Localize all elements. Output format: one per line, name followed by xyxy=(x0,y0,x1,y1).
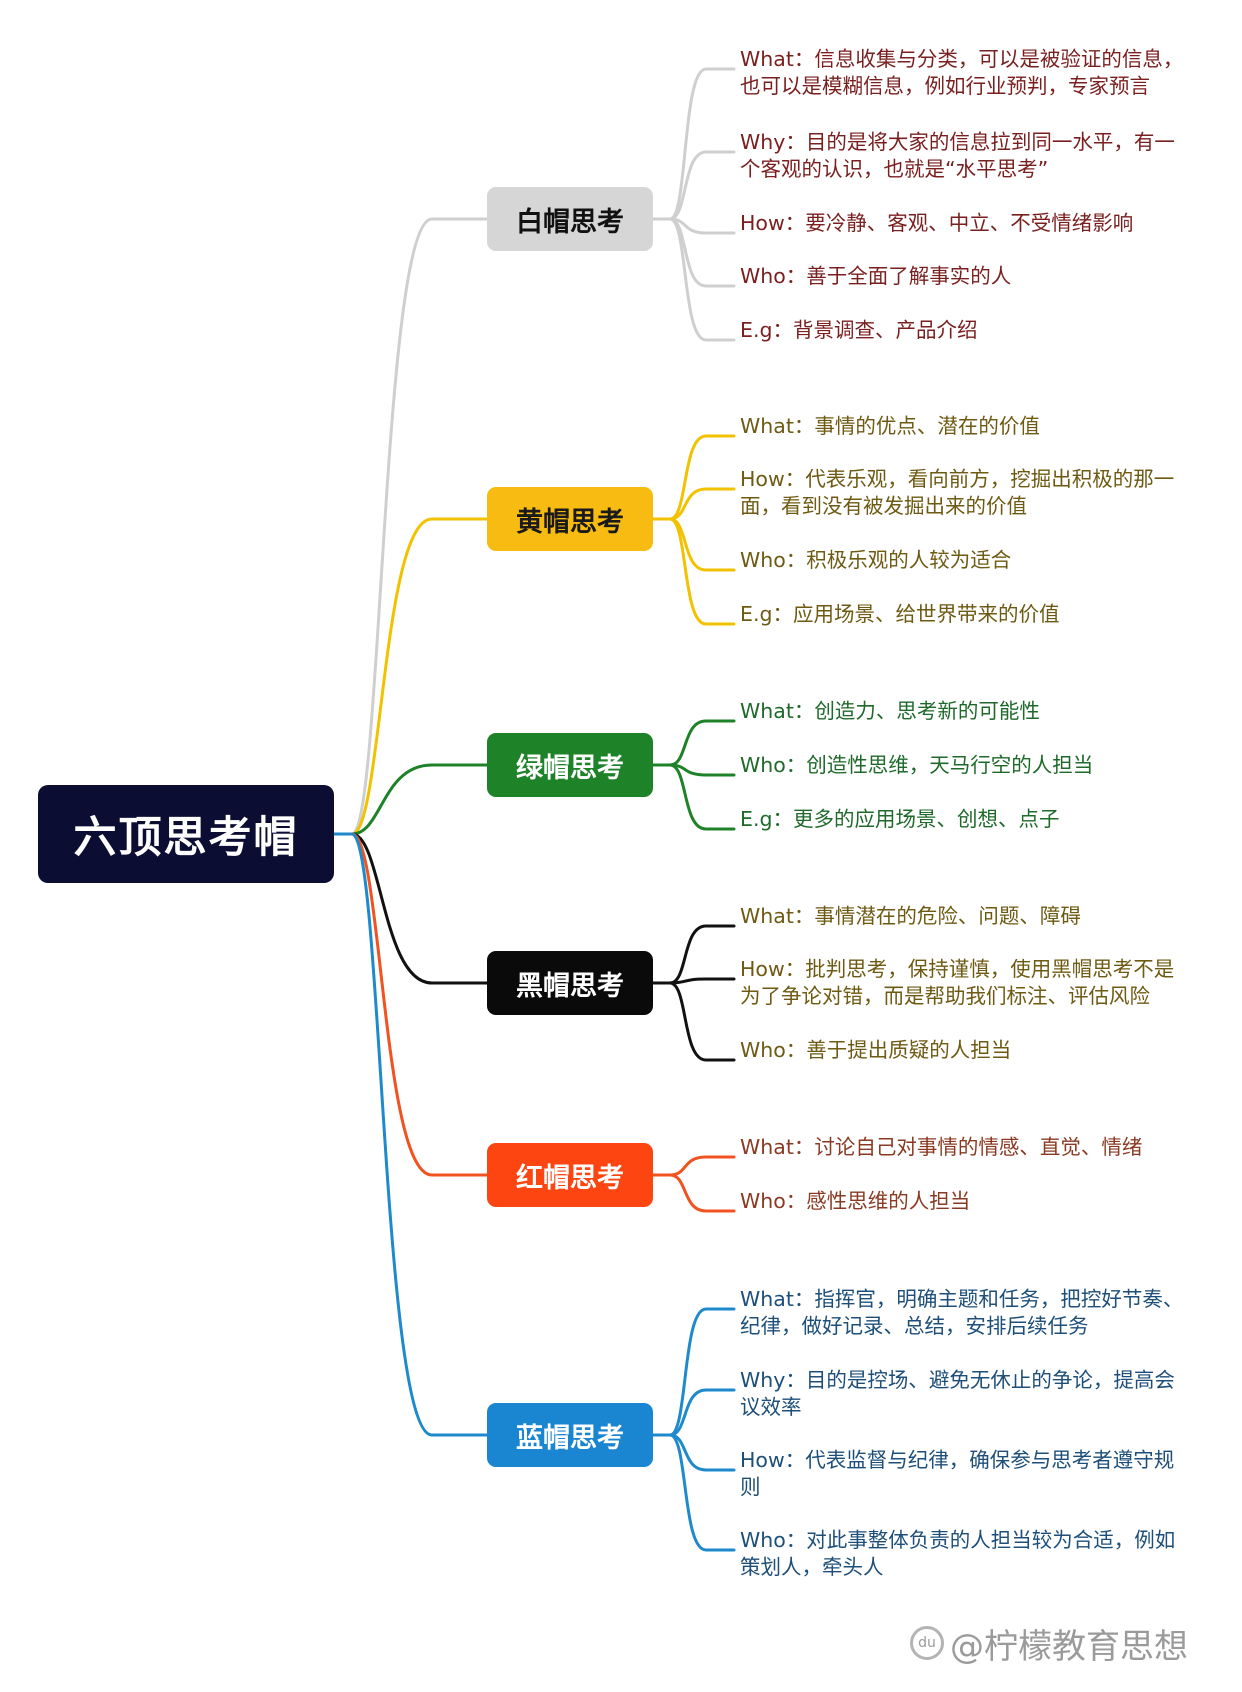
connector-white-leaf-3 xyxy=(668,217,736,288)
connector-black-leaf-1 xyxy=(668,977,736,985)
hat-node-white: 白帽思考 xyxy=(487,187,653,251)
leaf-black-0: What：事情潜在的危险、问题、障碍 xyxy=(740,904,1081,928)
leaf-white-0: What：信息收集与分类，可以是被验证的信息， 也可以是模糊信息，例如行业预判，… xyxy=(740,47,1184,98)
root-node-title: 六顶思考帽 xyxy=(38,785,334,883)
leaf-blue-0: What：指挥官，明确主题和任务，把控好节奏、 纪律，做好记录、总结，安排后续任… xyxy=(740,1287,1184,1338)
leaf-blue-3: Who：对此事整体负责的人担当较为合适，例如 策划人，牵头人 xyxy=(740,1528,1176,1579)
watermark: du @柠檬教育思想 xyxy=(910,1618,1188,1668)
leaf-yellow-0: What：事情的优点、潜在的价值 xyxy=(740,414,1040,438)
hat-node-green: 绿帽思考 xyxy=(487,733,653,797)
connector-black-leaf-0 xyxy=(668,924,736,985)
connector-blue-leaf-0 xyxy=(668,1307,736,1437)
connector-white-leaf-0 xyxy=(668,67,736,221)
hat-node-yellow: 黄帽思考 xyxy=(487,487,653,551)
connector-blue-leaf-2 xyxy=(668,1433,736,1472)
hat-node-blue: 蓝帽思考 xyxy=(487,1403,653,1467)
hat-node-red: 红帽思考 xyxy=(487,1143,653,1207)
watermark-text: @柠檬教育思想 xyxy=(950,1626,1188,1667)
connector-green-hat xyxy=(350,763,489,836)
connector-black-hat xyxy=(350,832,489,985)
paw-badge-icon: du xyxy=(910,1626,944,1660)
leaf-white-3: Who：善于全面了解事实的人 xyxy=(740,264,1012,288)
leaf-white-1: Why：目的是将大家的信息拉到同一水平，有一 个客观的认识，也就是“水平思考” xyxy=(740,130,1175,181)
connector-white-hat xyxy=(350,217,489,836)
connector-green-leaf-2 xyxy=(668,763,736,831)
connector-white-leaf-1 xyxy=(668,150,736,221)
leaf-yellow-3: E.g：应用场景、给世界带来的价值 xyxy=(740,602,1060,626)
connector-yellow-leaf-3 xyxy=(668,517,736,626)
leaf-yellow-2: Who：积极乐观的人较为适合 xyxy=(740,548,1012,572)
leaf-green-2: E.g：更多的应用场景、创想、点子 xyxy=(740,807,1060,831)
connector-yellow-leaf-1 xyxy=(668,487,736,521)
connector-white-leaf-4 xyxy=(668,217,736,342)
leaf-white-4: E.g：背景调查、产品介绍 xyxy=(740,318,978,342)
leaf-black-2: Who：善于提出质疑的人担当 xyxy=(740,1038,1012,1062)
connector-yellow-leaf-0 xyxy=(668,434,736,521)
leaf-red-1: Who：感性思维的人担当 xyxy=(740,1189,971,1213)
leaf-yellow-1: How：代表乐观，看向前方，挖掘出积极的那一 面，看到没有被发掘出来的价值 xyxy=(740,467,1175,518)
connector-green-leaf-0 xyxy=(668,719,736,767)
connector-blue-leaf-3 xyxy=(668,1433,736,1552)
connector-red-leaf-0 xyxy=(668,1155,736,1177)
connector-red-leaf-1 xyxy=(668,1173,736,1213)
leaf-black-1: How：批判思考，保持谨慎，使用黑帽思考不是 为了争论对错，而是帮助我们标注、评… xyxy=(740,957,1175,1008)
connector-blue-leaf-1 xyxy=(668,1388,736,1437)
leaf-white-2: How：要冷静、客观、中立、不受情绪影响 xyxy=(740,211,1134,235)
leaf-blue-2: How：代表监督与纪律，确保参与思考者遵守规 则 xyxy=(740,1448,1175,1499)
leaf-red-0: What：讨论自己对事情的情感、直觉、情绪 xyxy=(740,1135,1143,1159)
hat-node-black: 黑帽思考 xyxy=(487,951,653,1015)
leaf-green-0: What：创造力、思考新的可能性 xyxy=(740,699,1040,723)
connector-yellow-hat xyxy=(350,517,489,836)
connector-red-hat xyxy=(350,832,489,1177)
connector-yellow-leaf-2 xyxy=(668,517,736,572)
leaf-green-1: Who：创造性思维，天马行空的人担当 xyxy=(740,753,1094,777)
connector-blue-hat xyxy=(350,832,489,1437)
connector-black-leaf-2 xyxy=(668,981,736,1062)
leaf-blue-1: Why：目的是控场、避免无休止的争论，提高会 议效率 xyxy=(740,1368,1175,1419)
